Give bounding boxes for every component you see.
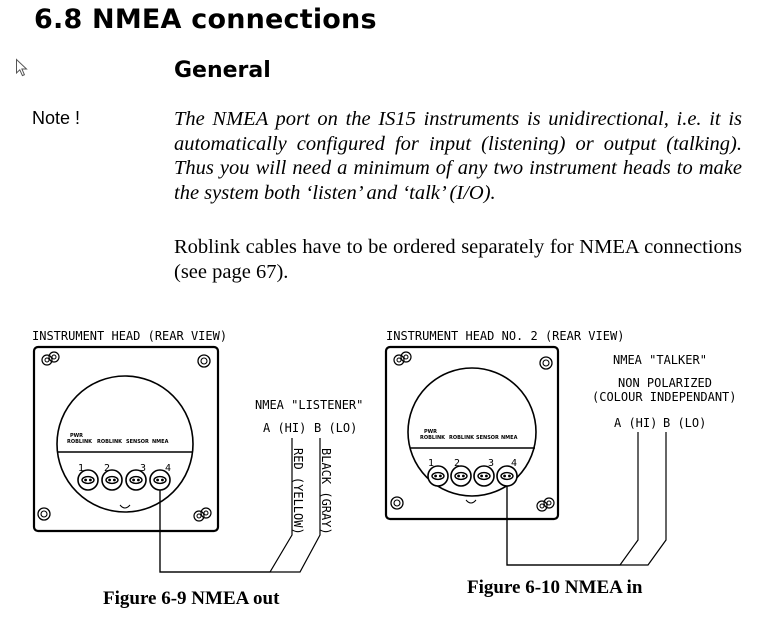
pin-number: 1 <box>428 458 434 469</box>
connector-plug <box>473 465 495 487</box>
terminal-b-label: B (LO) <box>663 416 706 430</box>
figure-6-10: INSTRUMENT HEAD NO. 2 (REAR VIEW) PWR RO… <box>384 329 737 566</box>
pin-number: 3 <box>140 463 146 474</box>
instrument-dial <box>407 367 537 497</box>
roblink-paragraph: Roblink cables have to be ordered separa… <box>174 236 742 283</box>
connector-plug <box>149 469 171 491</box>
figure-2-title: INSTRUMENT HEAD NO. 2 (REAR VIEW) <box>386 329 624 343</box>
pin-number: 2 <box>454 458 460 469</box>
connector-label-nmea: NMEA <box>501 435 518 441</box>
pin-number: 4 <box>511 458 517 469</box>
connector-label-pwr-roblink: ROBLINK <box>420 435 446 441</box>
connector-plug <box>427 465 449 487</box>
figure-6-9-caption: Figure 6-9 NMEA out <box>103 588 280 609</box>
connector-plug <box>450 465 472 487</box>
polarity-line-1: NON POLARIZED <box>618 376 712 390</box>
cable-wire-a <box>506 432 639 566</box>
connector-label-pwr: PWR <box>70 433 83 439</box>
connector-label-roblink: ROBLINK <box>449 435 475 441</box>
connector-label-sensor: SENSOR <box>476 435 499 441</box>
connector-plug <box>101 469 123 491</box>
instrument-head-housing <box>32 345 220 533</box>
figure-6-9: INSTRUMENT HEAD (REAR VIEW) PWR ROBLINK … <box>32 329 363 573</box>
polarity-line-2: (COLOUR INDEPENDANT) <box>592 390 737 404</box>
connector-label-pwr-roblink: ROBLINK <box>67 439 93 445</box>
pin-number: 2 <box>104 463 110 474</box>
talker-label: NMEA "TALKER" <box>613 353 707 367</box>
note-label: Note ! <box>32 108 81 128</box>
terminal-a-label: A (HI) <box>263 421 306 435</box>
section-title: 6.8 NMEA connections <box>34 4 377 35</box>
connector-label-pwr: PWR <box>424 429 437 435</box>
connector-plug <box>77 469 99 491</box>
connector-label-sensor: SENSOR <box>126 439 149 445</box>
cable-wire-a <box>159 438 293 573</box>
pin-number: 4 <box>165 463 171 474</box>
connector-label-roblink: ROBLINK <box>97 439 123 445</box>
wire-a-colour-label: RED (YELLOW) <box>291 448 305 535</box>
connector-plug <box>125 469 147 491</box>
cable-wire-b <box>159 438 321 573</box>
wire-b-colour-label: BLACK (GRAY) <box>319 448 333 535</box>
figure-6-10-caption: Figure 6-10 NMEA in <box>467 577 643 598</box>
terminal-a-label: A (HI) <box>614 416 657 430</box>
figure-1-title: INSTRUMENT HEAD (REAR VIEW) <box>32 329 227 343</box>
cable-wire-b <box>506 432 667 566</box>
pin-number: 1 <box>78 463 84 474</box>
connector-label-nmea: NMEA <box>152 439 169 445</box>
pin-number: 3 <box>488 458 494 469</box>
terminal-b-label: B (LO) <box>314 421 357 435</box>
subsection-title: General <box>174 58 271 83</box>
listener-label: NMEA "LISTENER" <box>255 398 363 412</box>
instrument-head-housing <box>384 345 560 521</box>
instrument-dial <box>56 375 194 513</box>
mouse-pointer-icon <box>16 58 28 77</box>
note-paragraph: The NMEA port on the IS15 instruments is… <box>174 108 742 204</box>
connector-plug <box>496 465 518 487</box>
